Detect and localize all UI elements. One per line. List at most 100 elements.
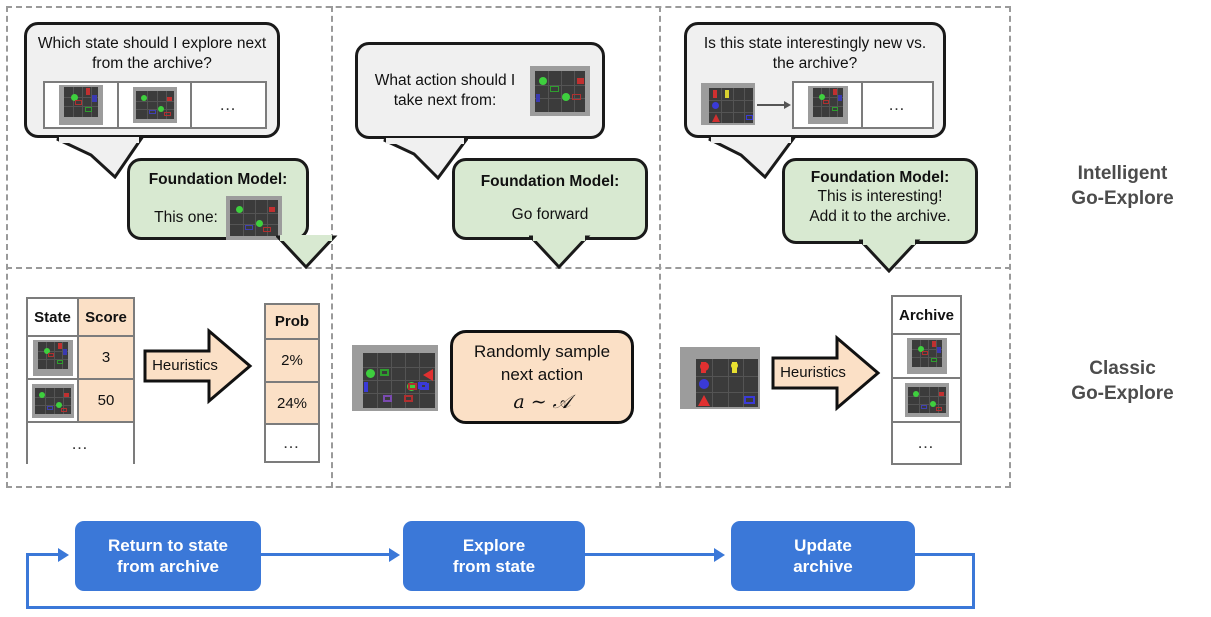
question-text-2: What action should I take next from: (374, 71, 516, 109)
prob-cell: 2% (266, 340, 318, 383)
state-thumbnail (31, 383, 74, 418)
column-header-prob: Prob (266, 305, 318, 340)
score-cell: 3 (79, 337, 133, 380)
prob-cell: 24% (266, 383, 318, 425)
flow-step-explore-line1: Explore (462, 535, 526, 555)
answer-bubble-1: Foundation Model: This one: (127, 158, 338, 269)
flow-arrow-2 (585, 553, 715, 556)
transition-arrow-head (784, 101, 791, 109)
answer-title-2: Foundation Model: (480, 173, 620, 190)
explore-box-formula: a ∼ 𝒜 (513, 390, 571, 413)
archive-strip-3: … (792, 81, 934, 129)
loop-line-right (915, 553, 975, 556)
flow-step-update-line2: archive (793, 557, 853, 576)
heuristics-arrow-left: Heuristics (143, 327, 253, 405)
answer-line-1: This one: (154, 209, 218, 227)
answer-title-1: Foundation Model: (148, 171, 288, 188)
flow-step-update[interactable]: Update archive (731, 521, 915, 591)
section-label-intelligent-line2: Go-Explore (1071, 187, 1174, 209)
state-thumbnail (906, 338, 947, 374)
new-state-thumbnail (680, 347, 760, 409)
flow-step-return-line2: from archive (116, 557, 220, 576)
table-row: 24% (266, 383, 318, 425)
flow-step-explore[interactable]: Explore from state (403, 521, 585, 591)
flow-step-update-line1: Update (794, 535, 852, 555)
table-row[interactable] (893, 335, 960, 379)
prob-table: Prob 2% 24% … (264, 303, 320, 463)
table-row[interactable] (893, 379, 960, 423)
explore-box-line2: next action (500, 365, 584, 384)
panel-divider-vertical-2 (659, 6, 661, 488)
explore-action-box: Randomly sample next action a ∼ 𝒜 (450, 330, 634, 424)
state-cell (28, 380, 79, 423)
state-thumbnail (701, 83, 755, 125)
archive-strip-cell[interactable] (45, 83, 119, 127)
ellipsis: … (917, 433, 936, 452)
state-thumbnail (132, 87, 177, 123)
answer-line-2: Go forward (511, 206, 589, 224)
panel-divider-vertical-1 (331, 6, 333, 488)
flow-arrow-2-head (714, 548, 725, 562)
flow-step-explore-line2: from state (452, 557, 536, 576)
archive-table: Archive (891, 295, 962, 465)
ellipsis: … (219, 95, 239, 114)
state-thumbnail (530, 65, 590, 116)
score-cell: 50 (79, 380, 133, 423)
ellipsis: … (71, 433, 90, 453)
loop-line-bottom (26, 606, 975, 609)
flow-arrow-1 (261, 553, 391, 556)
heuristics-arrow-right: Heuristics (771, 334, 881, 412)
state-thumbnail (807, 86, 848, 124)
table-row[interactable]: 3 (28, 337, 133, 380)
flow-step-return[interactable]: Return to state from archive (75, 521, 261, 591)
section-label-classic-line2: Go-Explore (1071, 382, 1174, 404)
answer-line-3b: Add it to the archive. (809, 208, 951, 226)
archive-strip-1: … (43, 81, 267, 129)
column-header-state: State (28, 299, 79, 337)
archive-strip-cell[interactable] (118, 83, 193, 127)
loop-arrow-head (58, 548, 69, 562)
state-score-table: State Score 3 (26, 297, 135, 464)
question-text-1: Which state should I explore next from t… (37, 35, 267, 72)
state-cell (28, 337, 79, 380)
archive-cell (893, 379, 960, 423)
table-row-ellipsis: … (266, 425, 318, 461)
archive-strip-cell-ellipsis[interactable]: … (192, 83, 265, 127)
answer-bubble-3: Foundation Model: This is interesting! A… (782, 158, 978, 273)
loop-line-into-first (29, 553, 60, 556)
table-row-ellipsis: … (893, 423, 960, 463)
answer-title-3: Foundation Model: (810, 169, 950, 186)
flow-step-return-line1: Return to state (108, 535, 228, 555)
section-label-intelligent-line1: Intelligent (1077, 163, 1168, 184)
flow-arrow-1-head (389, 548, 400, 562)
table-header-row: Prob (266, 305, 318, 340)
question-bubble-2: What action should I take next from: (355, 42, 605, 180)
question-bubble-1: Which state should I explore next from t… (24, 22, 280, 179)
bubble-tail (859, 239, 921, 273)
bubble-tail (56, 137, 144, 179)
state-thumbnail (32, 339, 73, 376)
column-header-archive: Archive (893, 297, 960, 335)
bubble-tail (708, 137, 796, 179)
table-row: 2% (266, 340, 318, 383)
archive-strip-cell[interactable] (794, 83, 864, 127)
state-thumbnail (58, 85, 103, 125)
table-row[interactable]: 50 (28, 380, 133, 423)
loop-line-down-right (972, 553, 975, 609)
answer-line-3a: This is interesting! (817, 188, 943, 206)
archive-strip-cell-ellipsis[interactable]: … (863, 83, 932, 127)
current-state-thumbnail (352, 345, 438, 411)
panel-outer-border (6, 6, 1011, 488)
question-bubble-3: Is this state interestingly new vs. the … (684, 22, 946, 179)
heuristics-arrow-left-label: Heuristics (152, 357, 218, 374)
section-label-classic: Classic Go-Explore (1045, 357, 1200, 406)
answer-bubble-2: Foundation Model: Go forward (452, 158, 648, 269)
bubble-tail (383, 138, 468, 180)
panel-divider-horizontal (6, 267, 1011, 269)
section-label-classic-line1: Classic (1089, 358, 1156, 379)
heuristics-arrow-right-label: Heuristics (780, 364, 846, 381)
explore-box-line1: Randomly sample (473, 342, 611, 362)
loop-line-up-left (26, 553, 29, 609)
bubble-tail (529, 235, 591, 269)
transition-arrow (757, 104, 785, 106)
